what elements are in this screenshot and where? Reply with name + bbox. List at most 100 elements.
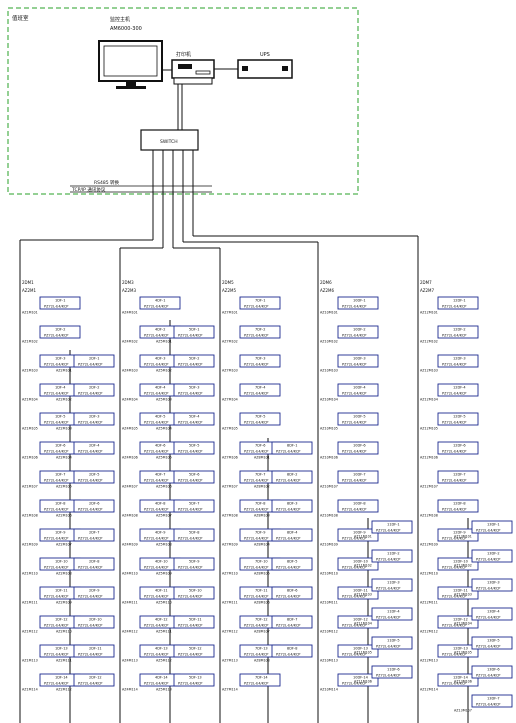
meter-model: PZ72L-E4/KCP: [276, 479, 300, 483]
meter-box: [337, 557, 379, 571]
meter-model: PZ72L-E4/KCP: [276, 653, 300, 657]
meter-model: PZ72L-E4/KCP: [244, 653, 268, 657]
meter-model: PZ72L-E4/KCP: [244, 334, 268, 338]
meter-label: 10DF-6: [353, 444, 366, 448]
meter-label: 2DF-2: [89, 386, 99, 390]
ups-label: UPS: [260, 52, 270, 58]
meter-address: AZ2M108: [56, 572, 72, 576]
meter-model: PZ72L-E4/KCP: [342, 566, 366, 570]
meter-box: [73, 644, 115, 658]
meter-address: AZ7M110: [222, 572, 238, 576]
meter-label: 2DF-12: [89, 676, 102, 680]
meter-label: 7DF-3: [255, 357, 265, 361]
meter-model: PZ72L-E4/KCP: [44, 508, 68, 512]
meter-label: 8DF-7: [287, 618, 297, 622]
meter-model: PZ72L-E4/KCP: [78, 595, 102, 599]
meter-label: 13DF-7: [487, 697, 500, 701]
meter-model: PZ72L-E4/KCP: [178, 537, 202, 541]
meter-label: 5DF-12: [189, 647, 202, 651]
meter-label: 11DF-4: [387, 610, 400, 614]
meter-label: 1DF-10: [55, 560, 68, 564]
meter-label: 2DF-4: [89, 444, 100, 448]
meter-label: 7DF-5: [255, 415, 265, 419]
meter-model: PZ72L-E4/KCP: [44, 682, 68, 686]
meter-box: [173, 325, 215, 339]
meter-address: AZ11M101: [354, 535, 372, 539]
meter-model: PZ72L-E4/KCP: [476, 703, 500, 707]
meter-model: PZ72L-E4/KCP: [442, 392, 466, 396]
meter-address: AZ1M101: [22, 311, 38, 315]
meter-address: AZ2M111: [56, 659, 72, 663]
meter-label: 2DF-1: [89, 357, 99, 361]
meter-box: [39, 325, 81, 339]
meter-address: AZ4M111: [122, 601, 138, 605]
meter-box: [239, 354, 281, 368]
meter-label: 8DF-4: [287, 531, 298, 535]
meter-model: PZ72L-E4/KCP: [376, 616, 400, 620]
meter-address: AZ7M106: [222, 456, 238, 460]
printer-icon: [171, 59, 215, 85]
meter-label: 10DF-3: [353, 357, 366, 361]
meter-label: 12DF-7: [453, 473, 466, 477]
switch-box: [140, 129, 199, 151]
meter-address: AZ8M101: [254, 456, 270, 460]
meter-box: [271, 441, 313, 455]
meter-box: [337, 325, 379, 339]
meter-address: AZ13M102: [454, 564, 472, 568]
meter-label: 12DF-13: [453, 647, 468, 651]
meter-box: [73, 586, 115, 600]
meter-box: [437, 673, 479, 687]
meter-box: [73, 673, 115, 687]
meter-address: AZ8M108: [254, 659, 270, 663]
column-trunk-label: AZ2M1: [22, 288, 36, 293]
meter-model: PZ72L-E4/KCP: [442, 508, 466, 512]
meter-address: AZ8M104: [254, 543, 270, 547]
meter-model: PZ72L-E4/KCP: [144, 305, 168, 309]
meter-model: PZ72L-E4/KCP: [178, 479, 202, 483]
meter-box: [173, 354, 215, 368]
meter-model: PZ72L-E4/KCP: [442, 479, 466, 483]
meter-box: [437, 470, 479, 484]
meter-address: AZ8M102: [254, 485, 270, 489]
meter-label: 12DF-1: [453, 299, 466, 303]
meter-address: AZ13M103: [454, 593, 472, 597]
meter-address: AZ12M111: [420, 601, 438, 605]
meter-label: 13DF-4: [487, 610, 500, 614]
network-label-2: TCP/IP 通讯协议: [71, 186, 106, 193]
meter-label: 1DF-11: [55, 589, 68, 593]
meter-address: AZ11M103: [354, 593, 372, 597]
meter-model: PZ72L-E4/KCP: [442, 537, 466, 541]
meter-model: PZ72L-E4/KCP: [442, 682, 466, 686]
meter-label: 10DF-2: [353, 328, 366, 332]
meter-model: PZ72L-E4/KCP: [244, 305, 268, 309]
meter-label: 12DF-5: [453, 415, 466, 419]
meter-box: [471, 694, 513, 708]
meter-box: [337, 354, 379, 368]
meter-label: 2DF-8: [89, 560, 99, 564]
meter-address: AZ1M105: [22, 427, 38, 431]
meter-address: AZ7M111: [222, 601, 238, 605]
column-trunk-label: AZ2M7: [420, 288, 434, 293]
meter-label: 12DF-11: [453, 589, 468, 593]
meter-address: AZ2M105: [56, 485, 72, 489]
meter-model: PZ72L-E4/KCP: [78, 653, 102, 657]
meter-address: AZ2M109: [56, 601, 72, 605]
meter-box: [471, 665, 513, 679]
meter-label: 12DF-10: [453, 560, 468, 564]
meter-box: [337, 673, 379, 687]
meter-label: 10DF-10: [353, 560, 368, 564]
meter-address: AZ2M102: [56, 398, 72, 402]
meter-address: AZ5M113: [156, 688, 172, 692]
meter-label: 7DF-14: [255, 676, 268, 680]
meter-model: PZ72L-E4/KCP: [244, 624, 268, 628]
meter-label: 10DF-14: [353, 676, 369, 680]
meter-address: AZ10M103: [320, 369, 338, 373]
meter-address: AZ4M112: [122, 630, 138, 634]
column-floor-label: 2DM3: [122, 280, 134, 285]
meter-model: PZ72L-E4/KCP: [442, 421, 466, 425]
meter-address: AZ1M107: [22, 485, 38, 489]
meter-address: AZ11M106: [354, 680, 372, 684]
meter-model: PZ72L-E4/KCP: [442, 566, 466, 570]
meter-label: 12DF-8: [453, 502, 466, 506]
